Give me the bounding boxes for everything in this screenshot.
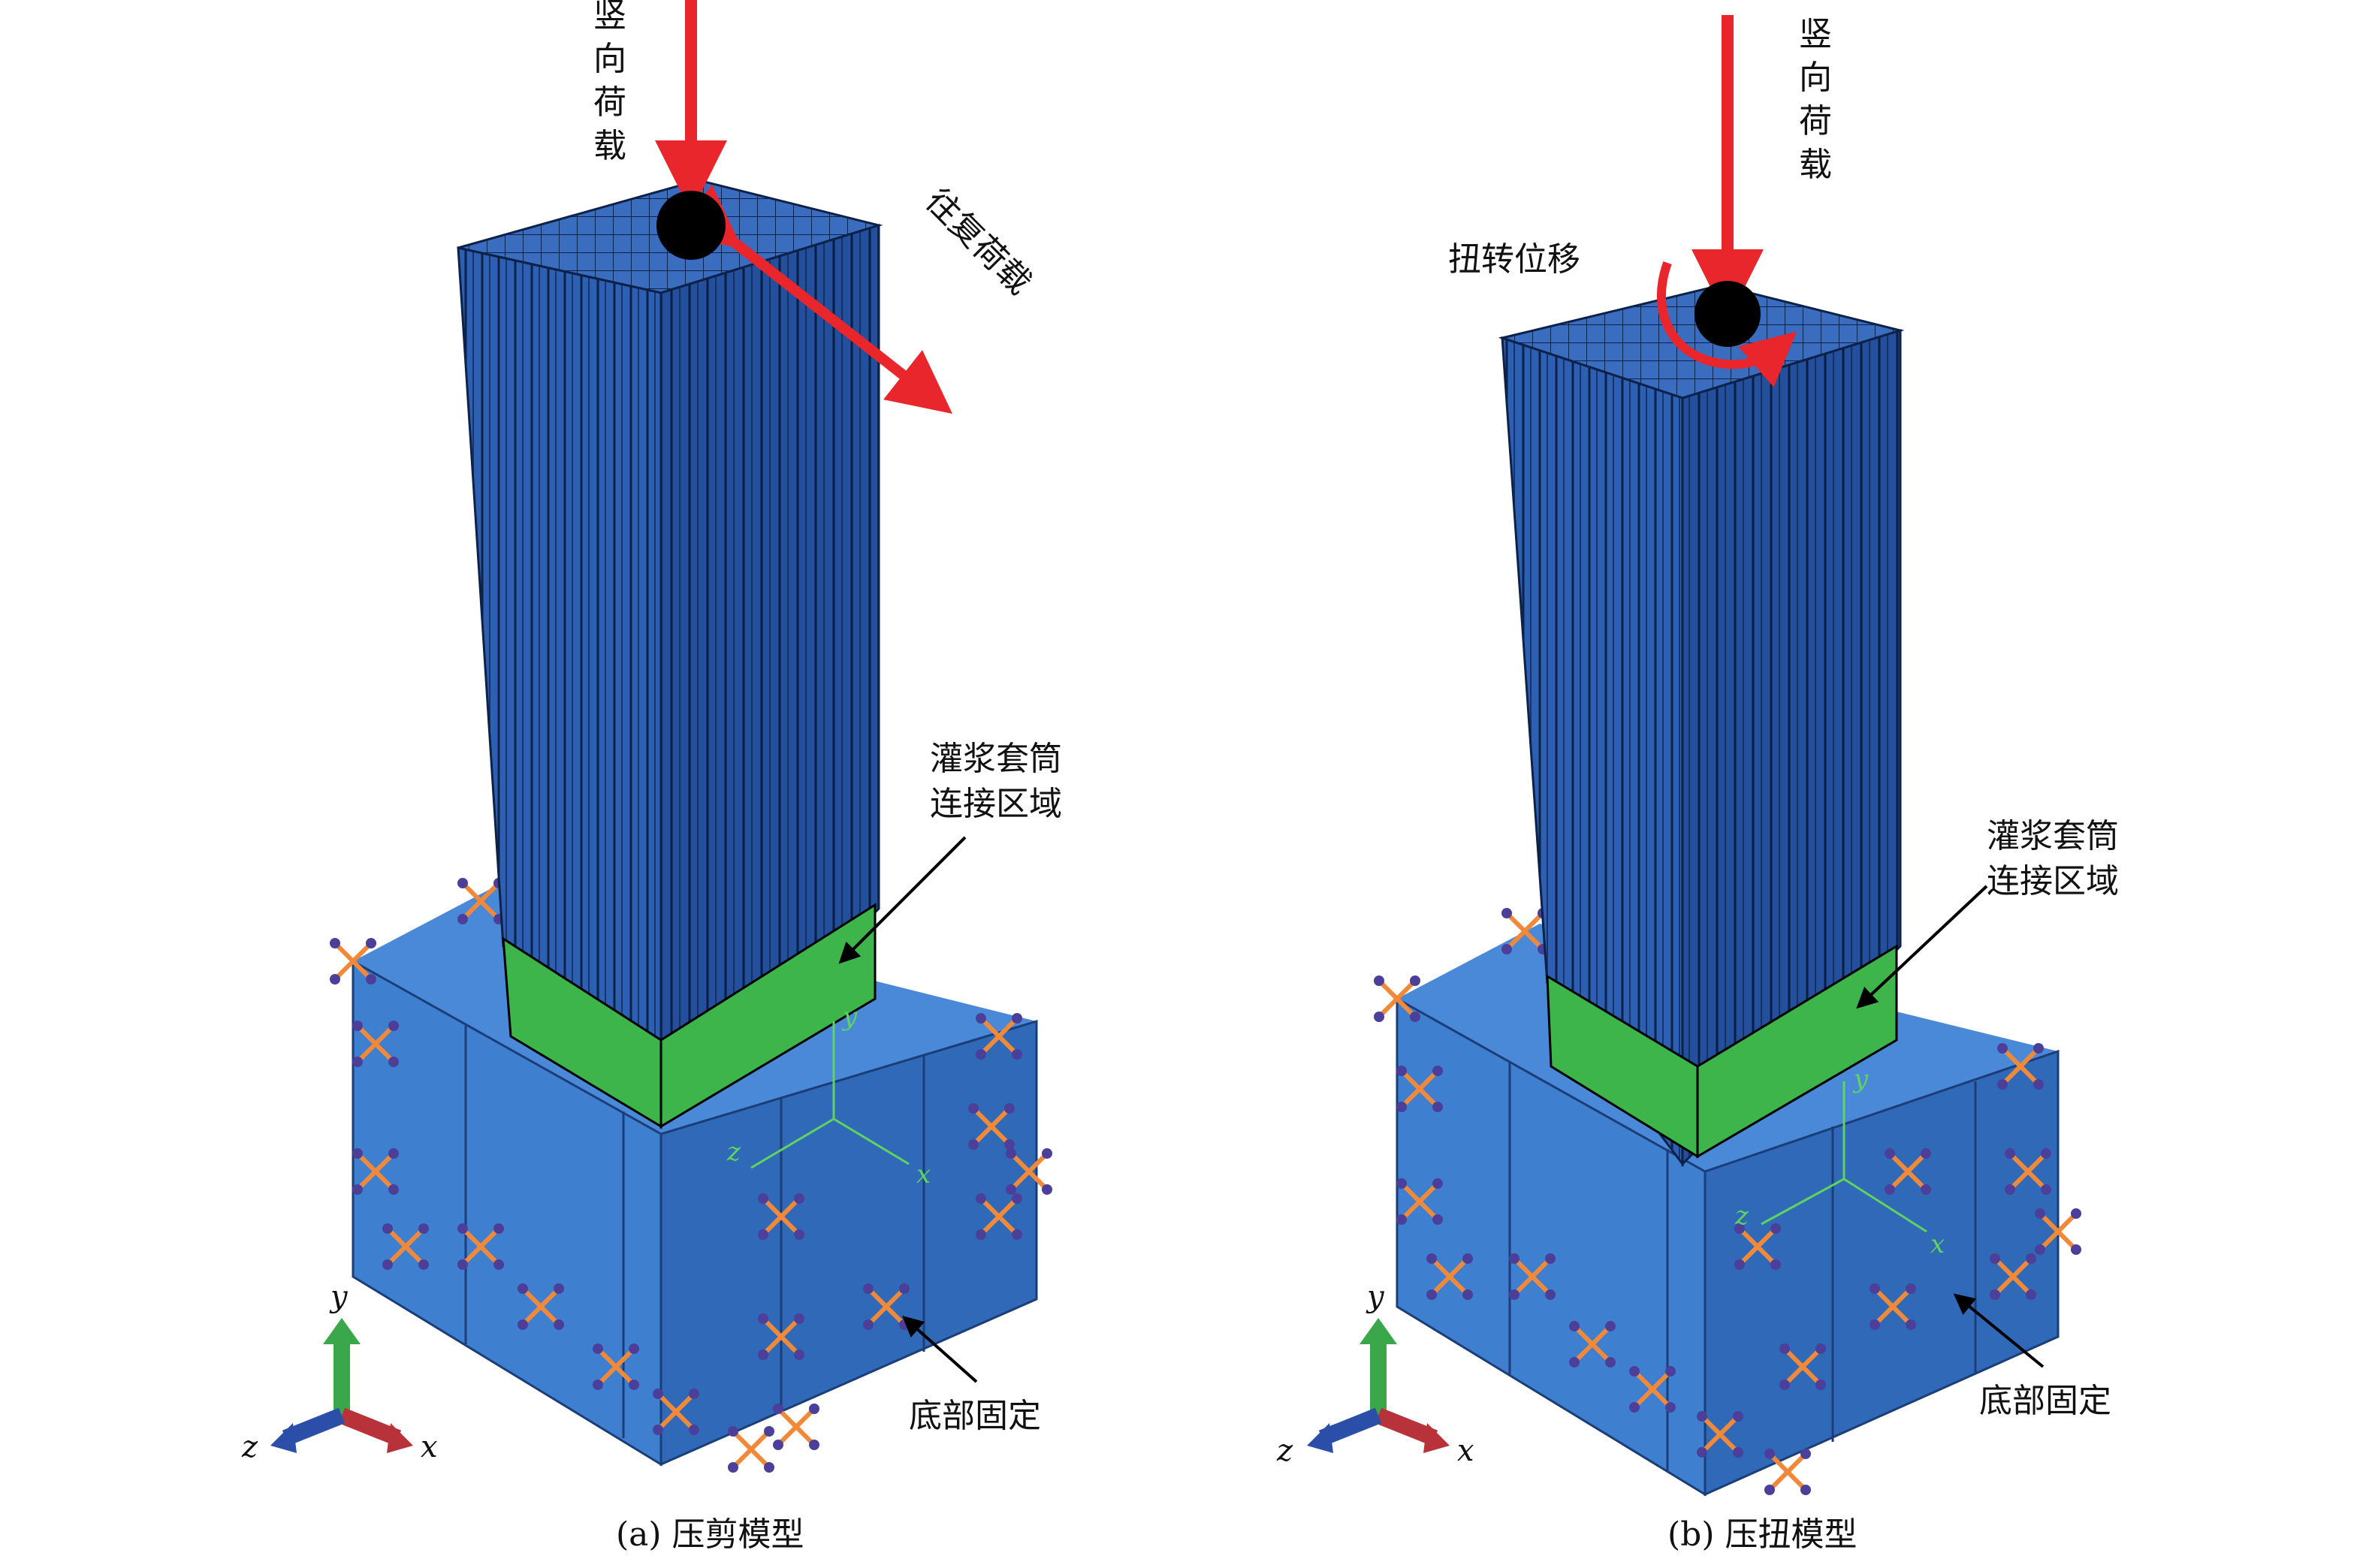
global-axis-y-label: y	[1366, 1280, 1385, 1314]
base-fixed-label: 底部固定	[1979, 1382, 2111, 1420]
local-axis-x-label: x	[916, 1159, 931, 1190]
local-axis-y-label: y	[1852, 1064, 1869, 1094]
grout-region-label-line2: 连接区域	[930, 785, 1062, 823]
local-axes	[1761, 1081, 1927, 1233]
grout-sleeve-region	[502, 903, 877, 1129]
global-axis-y-label: y	[329, 1280, 349, 1314]
grout-sleeve-region	[1546, 944, 1898, 1159]
panel-compression-shear: y x z 竖向荷载 往复荷载 灌浆套筒 连接区域 底部固定 y x z (a)…	[241, 0, 1062, 1554]
grout-region-label-line1: 灌浆套筒	[930, 740, 1062, 778]
local-axes	[750, 1021, 910, 1169]
grout-region-label-line2: 连接区域	[1987, 862, 2119, 900]
local-axis-z-label: z	[1734, 1201, 1749, 1231]
grout-region-pointer	[838, 836, 967, 964]
grout-region-label-line1: 灌浆套筒	[1987, 817, 2119, 855]
load-point	[656, 191, 726, 260]
local-axis-y-label: y	[841, 1002, 858, 1032]
global-axis-z-label: z	[241, 1430, 258, 1464]
vertical-load-text: 竖向荷载	[593, 0, 626, 165]
local-axis-z-label: z	[726, 1137, 741, 1167]
vertical-load-label: 竖向荷载	[593, 0, 626, 165]
column	[457, 179, 883, 1129]
local-axis-x-label: x	[1930, 1229, 1945, 1259]
torsion-arrow	[1657, 261, 1797, 387]
base-fixed-pointer	[1953, 1293, 2045, 1368]
caption-a: (a) 压剪模型	[616, 1515, 804, 1554]
cyclic-load-arrow	[673, 185, 953, 414]
global-axes-triad	[270, 1318, 413, 1453]
torsion-displacement-label: 扭转位移	[1448, 240, 1580, 279]
caption-b: (b) 压扭模型	[1667, 1515, 1857, 1554]
global-axis-x-label: x	[1457, 1434, 1474, 1468]
global-axis-z-label: z	[1276, 1434, 1293, 1468]
vertical-load-label: 竖向荷载	[1799, 15, 1832, 184]
column	[1498, 284, 1905, 1168]
global-axis-x-label: x	[421, 1430, 438, 1464]
grout-region-pointer	[1856, 885, 1988, 1009]
vertical-load-text: 竖向荷载	[1799, 15, 1832, 184]
load-point	[1695, 281, 1761, 347]
global-axes-triad	[1307, 1318, 1450, 1453]
base-fixed-pointer	[902, 1316, 978, 1383]
base-fixed-label: 底部固定	[909, 1397, 1041, 1435]
panel-compression-torsion: y x z 竖向荷载 扭转位移 灌浆套筒 连接区域 底部固定 y x z (b)…	[1276, 15, 2119, 1554]
cyclic-load-label: 往复荷载	[918, 182, 1039, 303]
